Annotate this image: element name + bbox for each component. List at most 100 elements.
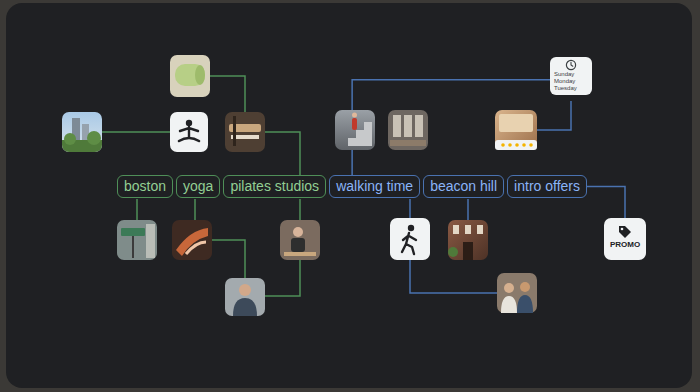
drawing-part <box>335 110 375 150</box>
drawing-part <box>64 133 76 145</box>
promo-badge: PROMO <box>604 218 646 260</box>
drawing-part <box>265 132 300 175</box>
keyword-pill: boston <box>117 175 173 198</box>
schedule-card: SundayMondayTuesday <box>550 57 592 95</box>
drawing-part <box>284 252 316 256</box>
rated-studio-photo <box>495 110 537 150</box>
tag-icon <box>617 224 633 240</box>
drawing-part <box>522 143 526 147</box>
drawing-part <box>117 220 157 260</box>
people-photo <box>497 273 537 313</box>
keyword-pill: yoga <box>176 175 220 198</box>
drawing-part <box>408 225 414 231</box>
drawing-part <box>465 225 471 234</box>
drawing-part <box>212 240 245 278</box>
drawing-part <box>402 233 416 254</box>
skyline-photo <box>62 112 102 152</box>
drawing-part <box>448 220 488 260</box>
connector <box>587 187 625 219</box>
keyword-pill: beacon hill <box>423 175 504 198</box>
drawing-part <box>62 112 102 152</box>
drawing-part <box>499 114 533 132</box>
drawing-part <box>180 127 198 137</box>
schedule-day: Monday <box>554 78 588 85</box>
studio-interior-photo <box>388 110 428 150</box>
drawing-part <box>477 225 483 234</box>
drawing-part <box>87 131 101 145</box>
clock-hands <box>571 62 573 66</box>
tag-hole <box>621 228 624 231</box>
drawing-part <box>393 115 401 137</box>
hands-photo <box>172 220 212 260</box>
drawing-part <box>225 278 265 316</box>
drawing-part <box>390 218 430 260</box>
keyword-text: pilates studios <box>230 178 319 194</box>
keyword-text: boston <box>124 178 166 194</box>
meditation-icon <box>170 112 208 152</box>
drawing-part <box>175 64 205 86</box>
keyword-text: walking time <box>336 178 413 194</box>
drawing-part <box>537 101 571 130</box>
drawing-part <box>388 110 428 150</box>
clock-icon <box>565 59 577 71</box>
drawing-part <box>176 228 208 256</box>
schedule-day: Sunday <box>554 71 588 78</box>
drawing-part <box>186 120 192 126</box>
drawing-part <box>501 296 517 313</box>
keyword-pill: intro offers <box>507 175 587 198</box>
drawing-part <box>352 118 357 130</box>
drawing-part <box>497 273 537 313</box>
drawing-part <box>404 115 412 137</box>
drawing-part <box>194 199 196 220</box>
yoga-mat-photo <box>170 55 210 97</box>
drawing-part <box>467 199 469 220</box>
instructor-photo <box>225 278 265 316</box>
drawing-part <box>102 131 170 133</box>
drawing-part <box>293 227 303 237</box>
drawing-part <box>495 140 537 150</box>
drawing-part <box>172 220 212 260</box>
drawing-part <box>504 283 514 293</box>
drawing-part <box>132 236 134 258</box>
stairs-photo <box>335 110 375 150</box>
keyword-text: yoga <box>183 178 213 194</box>
drawing-part <box>186 242 206 254</box>
drawing-part <box>280 220 320 260</box>
drawing-part <box>448 247 458 257</box>
drawing-part <box>415 115 423 137</box>
drawing-part <box>517 295 533 313</box>
drawing-part <box>170 55 210 97</box>
keyword-text: intro offers <box>514 178 580 194</box>
drawing-part <box>225 112 265 152</box>
drawing-part <box>291 238 305 252</box>
drawing-part <box>352 113 357 118</box>
street-photo <box>117 220 157 260</box>
pilates-equipment-photo <box>225 112 265 152</box>
keyword-pill: walking time <box>329 175 420 198</box>
drawing-part <box>170 112 208 152</box>
keyword-text: beacon hill <box>430 178 497 194</box>
drawing-part <box>501 143 505 147</box>
keyword-pill: pilates studios <box>223 175 326 198</box>
drawing-part <box>410 260 497 293</box>
drawing-part <box>195 65 205 85</box>
tag-shape <box>619 226 631 238</box>
drawing-part <box>495 110 537 150</box>
drawing-part <box>409 199 411 218</box>
schedule-day: Tuesday <box>554 85 588 92</box>
clock-face <box>566 60 575 69</box>
drawing-part <box>453 225 459 234</box>
drawing-part <box>146 224 155 258</box>
drawing-part <box>463 242 473 260</box>
drawing-part <box>179 138 199 141</box>
connector <box>352 80 550 175</box>
drawing-part <box>233 298 257 316</box>
promo-label: PROMO <box>607 240 643 250</box>
drawing-part <box>515 143 519 147</box>
building-photo <box>448 220 488 260</box>
pilates-person-photo <box>280 220 320 260</box>
drawing-part <box>233 116 236 146</box>
drawing-part <box>136 199 138 220</box>
drawing-part <box>121 228 145 236</box>
